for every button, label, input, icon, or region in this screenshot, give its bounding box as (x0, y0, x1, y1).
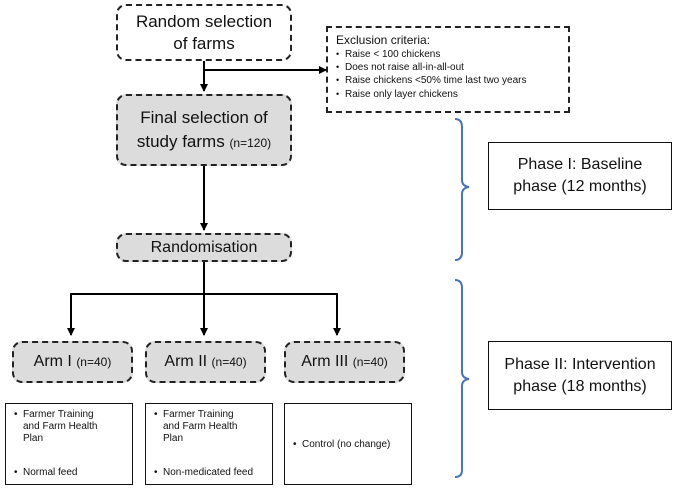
phase1-box: Phase I: Baseline phase (12 months) (488, 142, 672, 210)
exclusion-list: Raise < 100 chickens Does not raise all-… (336, 48, 562, 101)
exclusion-criteria-box: Exclusion criteria: Raise < 100 chickens… (326, 26, 570, 113)
exclusion-item: Raise < 100 chickens (336, 48, 562, 61)
arm3-detail-box: • Control (no change) (284, 403, 412, 485)
arm3-box: Arm III (n=40) (284, 341, 405, 383)
randomisation-box: Randomisation (116, 233, 292, 262)
arm2-detail-line: Farmer Training (163, 409, 234, 420)
arm1-detail-box: • Farmer Training and Farm Health Plan •… (5, 403, 133, 485)
phase1-label: Phase I: Baseline phase (12 months) (513, 156, 647, 195)
exclusion-item: Raise chickens <50% time last two years (336, 74, 562, 87)
phase2-box: Phase II: Intervention phase (18 months) (488, 341, 672, 410)
exclusion-title: Exclusion criteria: (336, 33, 431, 47)
random-selection-box: Random selection of farms (116, 4, 292, 61)
arm2-feed: Non-medicated feed (163, 467, 254, 478)
random-selection-label: Random selection of farms (135, 11, 273, 53)
arm1-count: (n=40) (76, 355, 112, 369)
phase1-bracket (454, 118, 470, 261)
arm3-name: Arm III (301, 353, 349, 370)
arm3-control: Control (no change) (302, 439, 391, 450)
exclusion-item: Does not raise all-in-all-out (336, 61, 562, 74)
arm1-detail-line: and Farm Health (23, 421, 98, 432)
arm2-detail-line: and Farm Health (163, 421, 238, 432)
exclusion-item: Raise only layer chickens (336, 88, 562, 101)
final-selection-count: (n=120) (229, 135, 272, 150)
final-selection-label: Final selection of study farms (136, 107, 268, 151)
arm1-feed: Normal feed (23, 467, 78, 478)
arm2-detail-box: • Farmer Training and Farm Health Plan •… (145, 403, 273, 485)
phase2-label: Phase II: Intervention phase (18 months) (504, 355, 656, 395)
arm1-detail-line: Farmer Training (23, 409, 94, 420)
phase2-bracket (454, 279, 470, 478)
final-selection-box: Final selection of study farms (n=120) (116, 94, 292, 166)
arm3-count: (n=40) (352, 355, 388, 369)
randomisation-label: Randomisation (150, 238, 258, 256)
arm2-detail-line: Plan (163, 433, 184, 444)
arm2-name: Arm II (164, 353, 208, 370)
arm1-box: Arm I (n=40) (12, 341, 133, 383)
arm2-box: Arm II (n=40) (145, 341, 266, 383)
arm2-count: (n=40) (211, 355, 247, 369)
arm1-detail-line: Plan (23, 433, 44, 444)
arm1-name: Arm I (33, 353, 72, 370)
